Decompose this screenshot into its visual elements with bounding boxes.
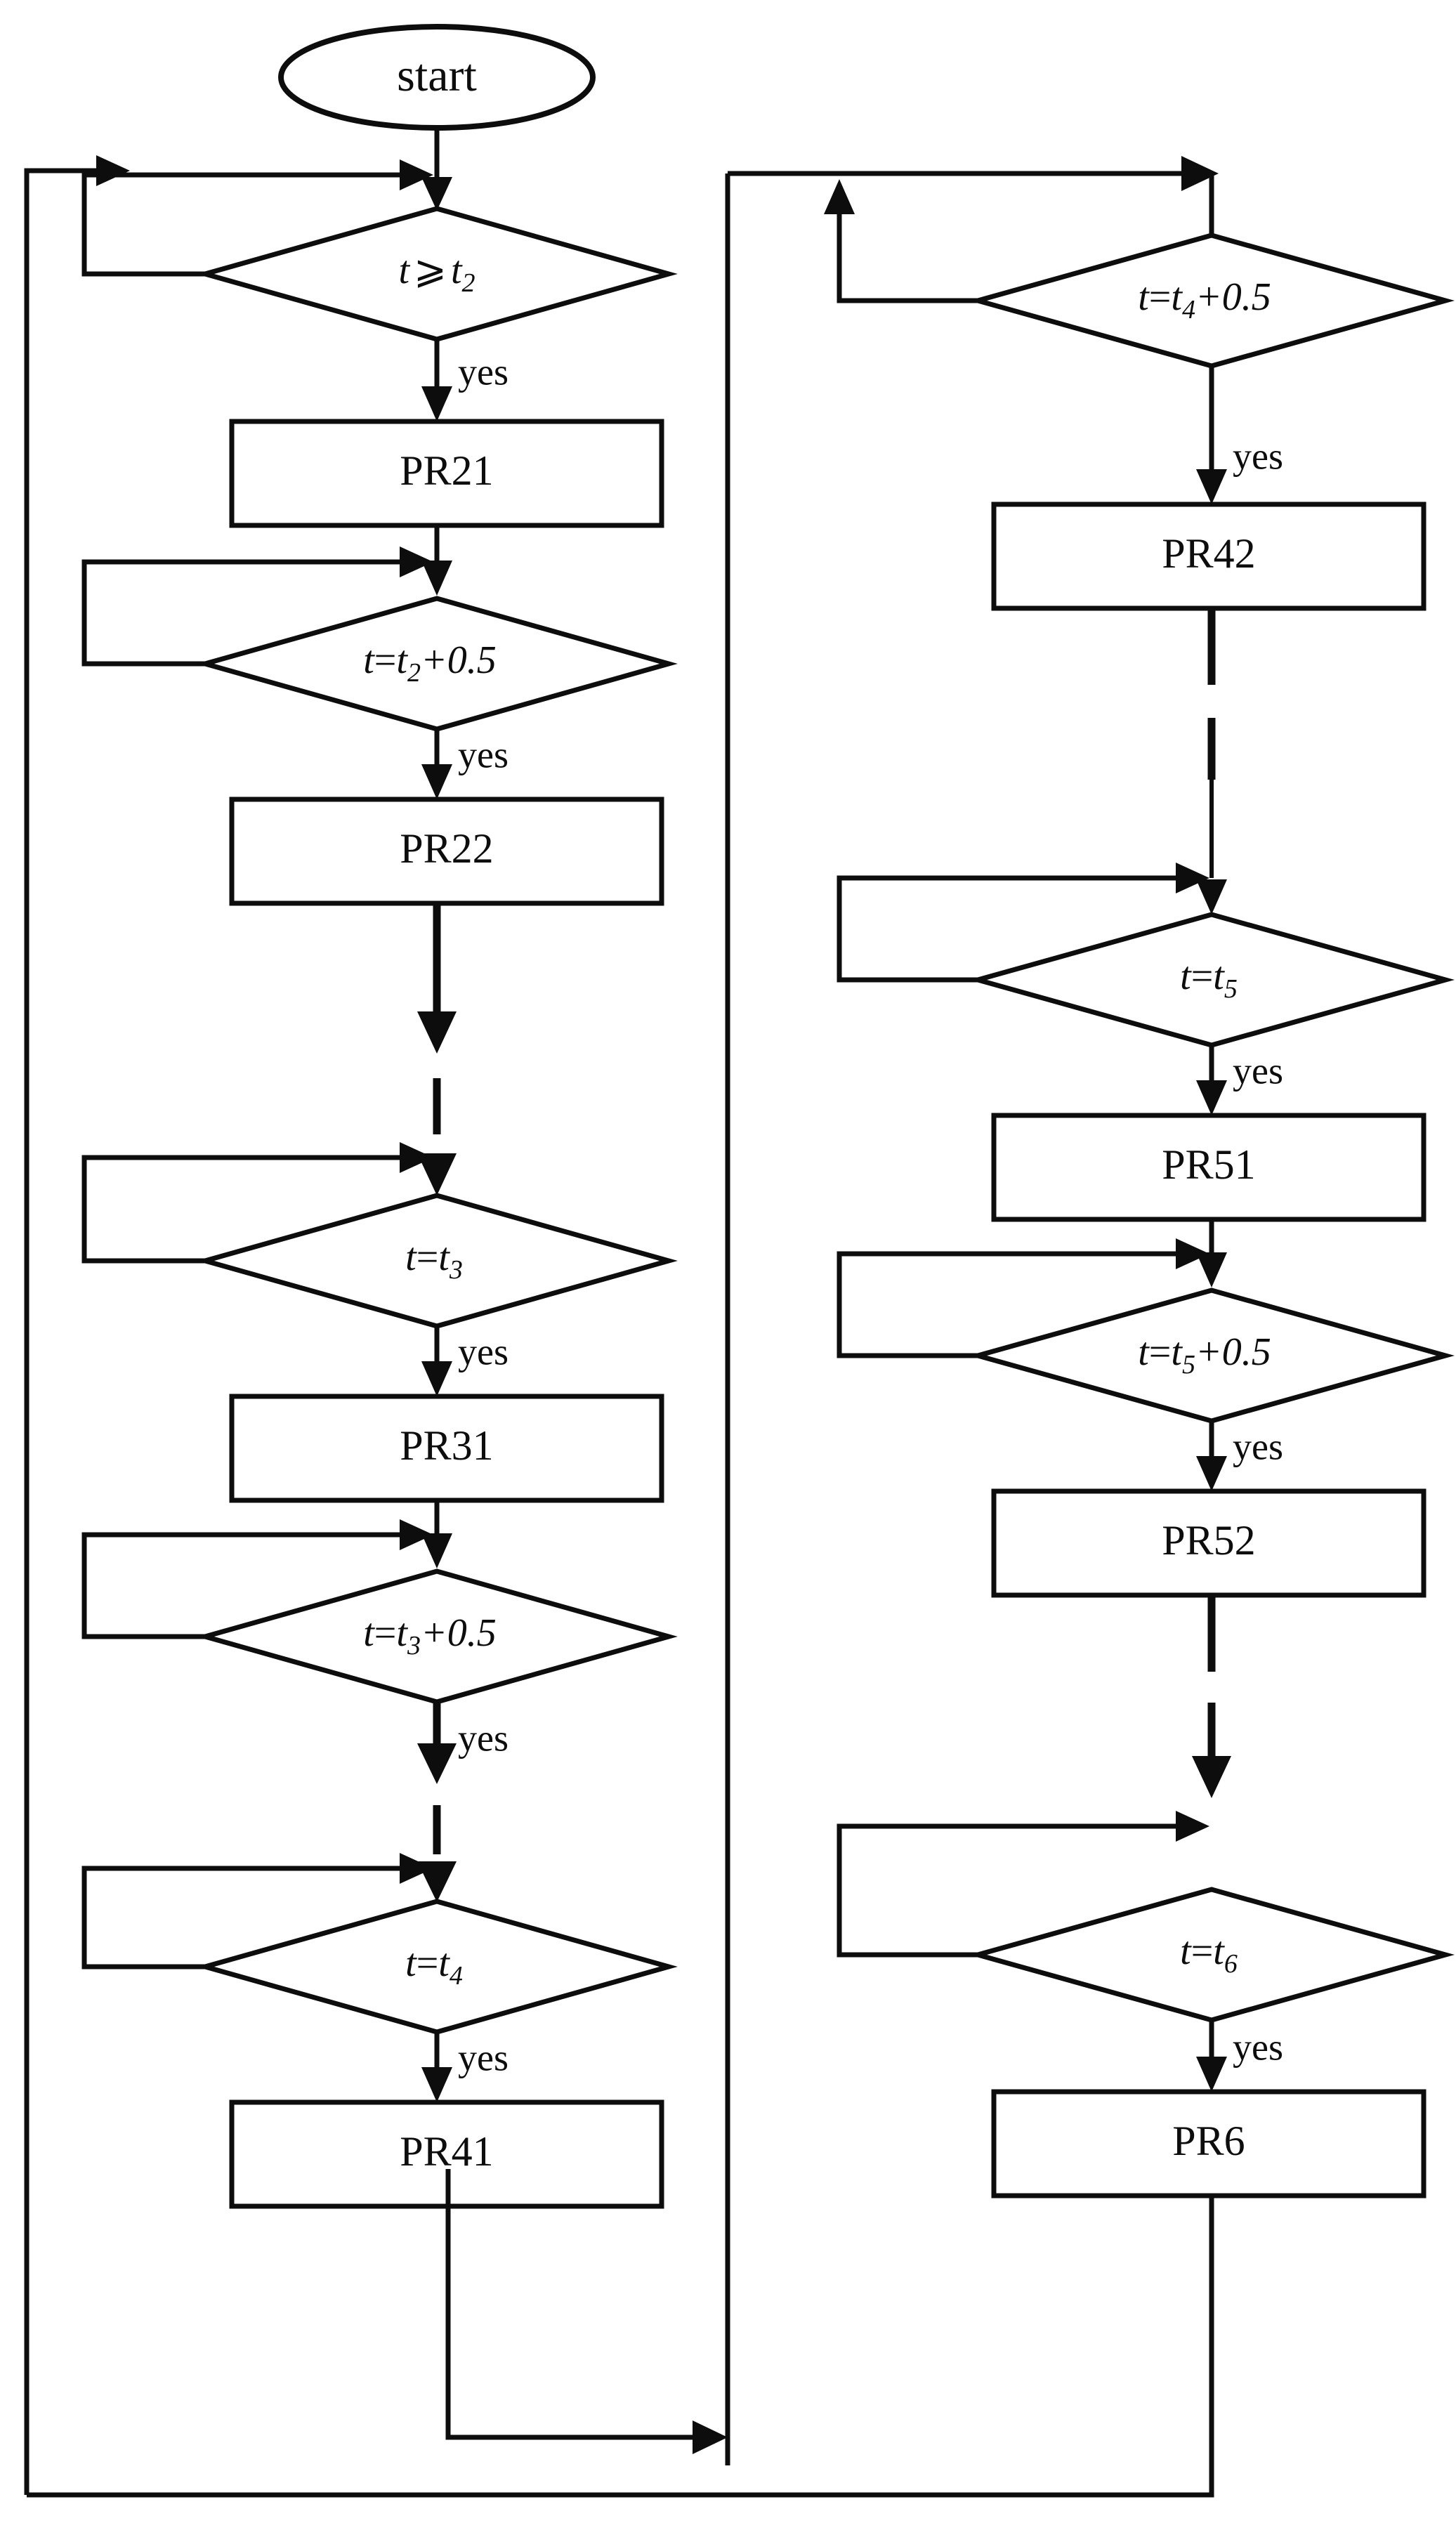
edge-into-d7 <box>1196 879 1227 915</box>
edge-d1-loop <box>81 159 433 277</box>
edge-d9-p8-label: yes <box>1233 2026 1283 2068</box>
node-d7-label: t=t5 <box>1180 955 1238 1004</box>
node-p8-label: PR6 <box>1172 2118 1245 2164</box>
node-p6: PR51 <box>991 1113 1427 1222</box>
edge-d5-p4-label: yes <box>458 2036 509 2078</box>
edge-d6-loop <box>824 179 983 303</box>
edge-p7-d9-dashed <box>1192 1595 1231 1798</box>
node-p3: PR31 <box>229 1394 664 1503</box>
edge-d9-loop <box>837 1811 1209 1958</box>
edge-d7-p6: yes <box>1196 1045 1283 1115</box>
edge-into-d5 <box>417 1861 457 1902</box>
edge-outer-return <box>24 155 130 2495</box>
edge-d8-p7-label: yes <box>1233 1425 1283 1467</box>
node-p7: PR52 <box>991 1488 1427 1598</box>
node-d3-label: t=t3 <box>405 1236 463 1285</box>
node-start-label: start <box>397 50 477 101</box>
node-p5: PR42 <box>991 502 1427 611</box>
edge-d5-loop <box>81 1853 433 1970</box>
node-d1-label: t⩾t2 <box>398 249 475 298</box>
edge-p2-d3-dashed <box>417 903 457 1134</box>
edge-d5-p4: yes <box>421 2032 509 2102</box>
edge-p8-return <box>27 2196 1214 2498</box>
node-p5-label: PR42 <box>1162 530 1255 577</box>
edge-d3-loop <box>81 1142 433 1264</box>
node-p2: PR22 <box>229 797 664 906</box>
edge-d8-loop <box>837 1238 1209 1358</box>
edge-into-d3 <box>417 1153 457 1195</box>
node-d6: t=t4+0.5 <box>968 232 1455 369</box>
node-p6-label: PR51 <box>1162 1141 1255 1188</box>
node-d2-label: t=t2+0.5 <box>363 638 497 688</box>
node-p1: PR21 <box>229 419 664 528</box>
node-d6-label: t=t4+0.5 <box>1138 275 1271 325</box>
edge-d2-p2: yes <box>421 729 509 799</box>
edge-start-d1 <box>421 128 452 211</box>
edge-d4-d5-label: yes <box>458 1717 509 1759</box>
edge-p6-d8 <box>1196 1219 1227 1287</box>
edge-d1-p1-label: yes <box>458 350 509 393</box>
edge-d3-p3-label: yes <box>458 1330 509 1372</box>
edge-d6-p5-label: yes <box>1233 435 1283 477</box>
node-d3: t=t3 <box>196 1193 678 1329</box>
node-d5: t=t4 <box>196 1899 678 2035</box>
node-d8-label: t=t5+0.5 <box>1138 1330 1271 1380</box>
edge-d1-p1: yes <box>421 339 509 421</box>
node-d4-label: t=t3+0.5 <box>363 1611 497 1660</box>
node-start: start <box>278 24 596 131</box>
node-p8: PR6 <box>991 2089 1427 2198</box>
node-d2: t=t2+0.5 <box>196 596 678 732</box>
edge-d4-d5-dashed: yes <box>417 1702 509 1854</box>
edge-d3-p3: yes <box>421 1326 509 1396</box>
edge-d8-p7: yes <box>1196 1421 1283 1491</box>
node-p2-label: PR22 <box>400 825 493 872</box>
node-p3-label: PR31 <box>400 1422 493 1469</box>
node-d5-label: t=t4 <box>405 1941 463 1991</box>
edge-d6-p5: yes <box>1196 366 1283 504</box>
node-d7: t=t5 <box>968 912 1455 1048</box>
edge-d7-loop <box>837 863 1209 983</box>
node-p7-label: PR52 <box>1162 1517 1255 1564</box>
edge-d2-loop <box>81 546 433 667</box>
node-p4-label: PR41 <box>400 2128 493 2175</box>
edge-d4-loop <box>81 1519 433 1639</box>
node-d1: t⩾t2 <box>196 206 678 342</box>
node-d9-label: t=t6 <box>1180 1929 1238 1979</box>
node-d9: t=t6 <box>968 1887 1455 2023</box>
edge-d2-p2-label: yes <box>458 733 509 775</box>
node-d4: t=t3+0.5 <box>196 1568 678 1705</box>
edge-p1-d2 <box>421 525 452 596</box>
node-d8: t=t5+0.5 <box>968 1287 1455 1424</box>
edge-d7-p6-label: yes <box>1233 1049 1283 1092</box>
node-p1-label: PR21 <box>400 447 493 494</box>
edge-p4-to-right <box>445 2169 728 2454</box>
edge-p3-d4 <box>421 1500 452 1568</box>
edge-d9-p8: yes <box>1196 2020 1283 2092</box>
